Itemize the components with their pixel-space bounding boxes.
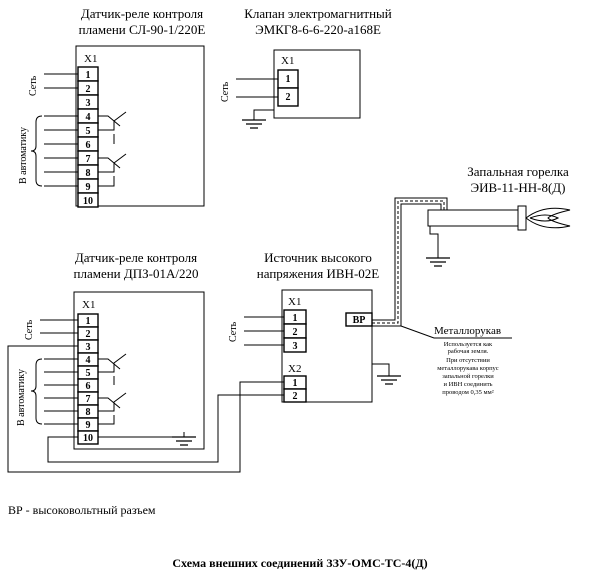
hv-cable <box>372 197 448 327</box>
ivn-hv-label: ВР <box>353 315 366 326</box>
sl90-pin-number: 3 <box>86 98 91 109</box>
ivn-connector1-label: X1 <box>288 296 301 308</box>
dpz-pin-number: 2 <box>86 329 91 340</box>
dpz-connector-label: X1 <box>82 299 95 311</box>
metal-hose-title: Металлорукав <box>434 325 501 337</box>
sl90-pin-number: 7 <box>86 154 91 165</box>
metal-hose-note: Используется как <box>444 341 493 348</box>
ivn-title-line2: напряжения ИВН-02Е <box>257 266 379 281</box>
metal-hose-note: проводом 0,35 мм² <box>442 389 493 396</box>
valve-connector-label: X1 <box>281 55 294 67</box>
ivn-connector2-label: X2 <box>288 363 301 375</box>
dpz-pin-number: 7 <box>86 394 91 405</box>
sl90-pin-number: 9 <box>86 182 91 193</box>
dpz-ground-icon <box>172 436 196 446</box>
sl90-net-wires <box>44 73 78 89</box>
sl90-title-line1: Датчик-реле контроля <box>81 6 203 21</box>
metal-hose-note: металлорукава корпус <box>437 365 499 372</box>
metal-hose-note: и ИВН соединить <box>443 381 492 388</box>
dpz-net-wires <box>40 319 78 334</box>
dpz-auto-label: В автоматику <box>16 369 27 426</box>
sl90-pin-number: 10 <box>83 196 93 207</box>
wire-dpz3-to-ivn-x2-1 <box>7 345 284 473</box>
dpz-auto-wires <box>44 358 78 425</box>
sl90-pin-number: 5 <box>86 126 91 137</box>
hv-cable-outer <box>372 197 448 321</box>
hv-legend: ВР - высоковольтный разъем <box>8 503 156 517</box>
metal-hose-note: запальной горелки <box>442 373 494 380</box>
valve-net-wires <box>236 78 278 98</box>
dpz-pin-number: 8 <box>86 407 91 418</box>
metal-hose-annotation: Металлорукав Используется как рабочая зе… <box>400 325 512 396</box>
metal-hose-note: рабочая земля. <box>448 348 489 355</box>
ivn-x2-pin-number: 2 <box>293 391 298 402</box>
valve-title-line2: ЭМКГ8-6-6-220-а168Е <box>255 22 381 37</box>
sl90-pin-number: 2 <box>86 84 91 95</box>
sl90-connector-label: X1 <box>84 53 97 65</box>
sl90-terminal-strip: 1 2 3 4 5 6 7 8 9 10 <box>77 66 99 208</box>
dpz-relay-contacts <box>98 353 127 425</box>
igniter-body <box>427 209 525 227</box>
dpz-pin-number: 1 <box>86 316 91 327</box>
ivn-net-label: Сеть <box>228 321 239 342</box>
valve-block: Клапан электромагнитный ЭМКГ8-6-6-220-а1… <box>220 6 392 129</box>
sl90-pin-cell <box>77 192 99 208</box>
metal-hose-leader <box>400 325 512 339</box>
hv-cable-inner <box>372 203 442 327</box>
diagram-caption: Схема внешних соединений ЗЗУ-ОМС-ТС-4(Д) <box>172 556 427 570</box>
ivn-pin-number: 1 <box>293 313 298 324</box>
dpz-pin-number: 9 <box>86 420 91 431</box>
valve-pin-number: 2 <box>286 92 291 103</box>
dpz-pin-number: 6 <box>86 381 91 392</box>
dpz-auto-brace <box>30 358 43 425</box>
valve-ground-wire <box>253 109 274 120</box>
flame-icon <box>525 207 571 229</box>
sl90-pin-number: 4 <box>86 112 91 123</box>
dpz-pin-number: 5 <box>86 368 91 379</box>
valve-title-line1: Клапан электромагнитный <box>244 6 392 21</box>
ivn-ground-wire <box>372 363 390 376</box>
dpz-title-line2: пламени ДПЗ-01А/220 <box>74 266 199 281</box>
igniter-ground-wire <box>429 226 439 258</box>
valve-ground-icon <box>242 119 266 129</box>
igniter-title-line1: Запальная горелка <box>467 164 569 179</box>
ivn-net-wires <box>244 316 284 346</box>
dpz-block: Датчик-реле контроля пламени ДПЗ-01А/220… <box>16 250 205 450</box>
sl90-title-line2: пламени СЛ-90-1/220Е <box>79 22 206 37</box>
ivn-ground-icon <box>377 375 401 385</box>
ivn-pin-number: 2 <box>293 327 298 338</box>
sl90-pin-number: 1 <box>86 70 91 81</box>
sl90-relay-contacts <box>98 111 127 187</box>
ivn-x2-pin-number: 1 <box>293 378 298 389</box>
dpz-pin-number: 3 <box>86 342 91 353</box>
sl90-pin-number: 8 <box>86 168 91 179</box>
ivn-pin-number: 3 <box>293 341 298 352</box>
ivn-hv-connector <box>345 312 373 327</box>
dpz-terminal-strip: 1 2 3 4 5 6 7 8 9 10 <box>77 313 99 445</box>
sl90-pin-number: 6 <box>86 140 91 151</box>
valve-pin-number: 1 <box>286 74 291 85</box>
ivn-block: Источник высокого напряжения ИВН-02Е X1 … <box>228 250 401 403</box>
sl90-auto-label: В автоматику <box>18 127 29 184</box>
sl90-auto-wires <box>44 115 78 187</box>
igniter-title-line2: ЭИВ-11-НН-8(Д) <box>471 180 566 195</box>
ivn-title-line1: Источник высокого <box>264 250 372 265</box>
hv-cable-hose <box>372 200 445 324</box>
sl90-block: Датчик-реле контроля пламени СЛ-90-1/220… <box>18 6 206 208</box>
igniter-ground-icon <box>426 257 450 267</box>
flame-inner <box>529 214 560 222</box>
igniter-head <box>517 205 527 231</box>
dpz-pin-number: 10 <box>83 433 93 444</box>
dpz-title-line1: Датчик-реле контроля <box>75 250 197 265</box>
sl90-auto-brace <box>30 115 43 187</box>
wire-dpz10-to-ivn-x2-2 <box>47 394 284 463</box>
igniter-block: Запальная горелка ЭИВ-11-НН-8(Д) <box>426 164 571 267</box>
valve-net-label: Сеть <box>220 81 231 102</box>
metal-hose-note: При отсутствии <box>446 357 490 364</box>
sl90-net-label: Сеть <box>28 75 39 96</box>
dpz-pin-number: 4 <box>86 355 91 366</box>
dpz-net-label: Сеть <box>24 319 35 340</box>
